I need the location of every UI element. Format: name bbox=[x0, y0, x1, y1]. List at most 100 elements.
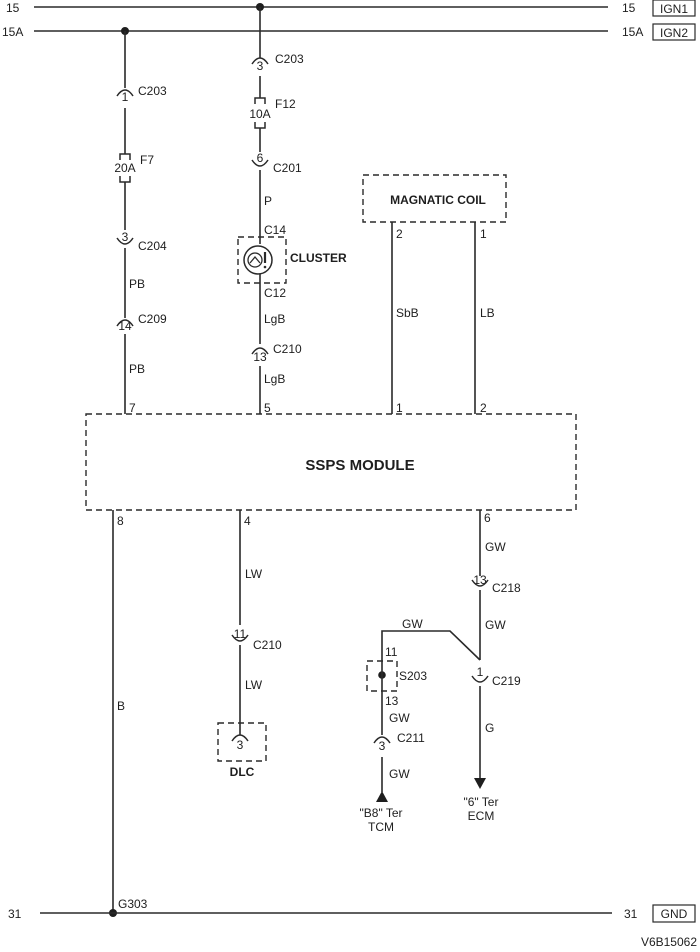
ign1-right-label: 15 bbox=[622, 1, 636, 15]
ign2-rail: 15A 15A IGN2 bbox=[2, 23, 696, 41]
connector-male-icon bbox=[116, 237, 134, 245]
gnd-rail: 31 31 GND bbox=[8, 904, 696, 923]
ecm-dest-line1: "6" Ter bbox=[464, 795, 499, 809]
magnetic-coil: MAGNATIC COIL 2 1 SbB LB 1 2 bbox=[362, 174, 507, 415]
c219-pin: 1 bbox=[477, 665, 484, 679]
f12-rating: 10A bbox=[249, 107, 270, 121]
branch-wire-gw bbox=[381, 630, 481, 670]
c211-label: C211 bbox=[397, 731, 425, 745]
module-pin-4: 4 bbox=[244, 514, 251, 528]
ssps-module-box bbox=[85, 413, 577, 511]
figure-id: V6B15062 bbox=[641, 935, 697, 949]
cluster-branch: 3 C203 10A F12 6 C201 P C14 CLUSTER C12 … bbox=[237, 3, 347, 415]
ign1-left-label: 15 bbox=[6, 1, 20, 15]
wire-color-pb-2: PB bbox=[129, 362, 145, 376]
ground-branch: 8 B G303 bbox=[109, 510, 148, 917]
connector-male-icon bbox=[231, 634, 249, 642]
dlc-pin: 3 bbox=[237, 738, 244, 752]
connector-male-icon bbox=[251, 159, 269, 167]
wire-color-lgb-2: LgB bbox=[264, 372, 285, 386]
connector-female-icon bbox=[231, 734, 249, 742]
f12-label: F12 bbox=[275, 97, 296, 111]
tcm-dest-line1: "B8" Ter bbox=[360, 806, 403, 820]
connector-female-icon bbox=[116, 89, 134, 97]
wire-color-gw-tcm: GW bbox=[389, 711, 410, 725]
fuse-icon bbox=[119, 153, 131, 160]
tcm-dest-line2: TCM bbox=[368, 820, 394, 834]
wire-color-b: B bbox=[117, 699, 125, 713]
module-pin-8: 8 bbox=[117, 514, 124, 528]
wire-color-lb: LB bbox=[480, 306, 495, 320]
c211-pin: 3 bbox=[379, 739, 386, 753]
ign1-rail: 15 15 IGN1 bbox=[6, 0, 696, 17]
g303-label: G303 bbox=[118, 897, 148, 911]
wire-color-p: P bbox=[264, 194, 272, 208]
c218-pin: 13 bbox=[473, 573, 487, 587]
wire-color-gw-2: GW bbox=[485, 618, 506, 632]
cluster-label: CLUSTER bbox=[290, 251, 347, 265]
f7-rating: 20A bbox=[114, 161, 135, 175]
splice-pin-11: 11 bbox=[385, 645, 398, 659]
wire-color-gw: GW bbox=[485, 540, 506, 554]
connector-female-icon bbox=[116, 319, 134, 327]
c210-label: C210 bbox=[273, 342, 302, 356]
wire-color-lw-2: LW bbox=[245, 678, 263, 692]
wire-color-g: G bbox=[485, 721, 494, 735]
fuse-icon bbox=[254, 97, 266, 104]
arrow-up-icon bbox=[376, 791, 388, 802]
splice-pin-13: 13 bbox=[385, 694, 399, 708]
ign2-left-label: 15A bbox=[2, 25, 23, 39]
module-pin-1: 1 bbox=[396, 401, 403, 415]
wire-color-gw-tcm-2: GW bbox=[389, 767, 410, 781]
wire-color-pb: PB bbox=[129, 277, 145, 291]
module-pin-6: 6 bbox=[484, 511, 491, 525]
gnd-right-label: 31 bbox=[624, 907, 638, 921]
ign1-tag-box bbox=[652, 0, 696, 17]
connector-female-icon bbox=[251, 57, 269, 65]
module-pin-2: 2 bbox=[480, 401, 487, 415]
ign2-right-label: 15A bbox=[622, 25, 643, 39]
c204-pin: 3 bbox=[122, 230, 129, 244]
fuse-icon-bottom bbox=[254, 122, 266, 129]
cluster-c14: C14 bbox=[264, 223, 286, 237]
coil-pin-2: 2 bbox=[396, 227, 403, 241]
f7-branch: 1 C203 20A F7 3 C204 PB 14 C209 PB 7 bbox=[114, 27, 167, 415]
gnd-tag: GND bbox=[661, 907, 688, 921]
connector-male-icon bbox=[471, 675, 489, 683]
c201-label: C201 bbox=[273, 161, 302, 175]
magnetic-coil-box bbox=[362, 174, 507, 223]
c210-label-2: C210 bbox=[253, 638, 282, 652]
ign2-tag: IGN2 bbox=[660, 26, 688, 40]
s203-label: S203 bbox=[399, 669, 427, 683]
dlc-box bbox=[217, 722, 267, 762]
c210-pin-13: 13 bbox=[253, 350, 267, 364]
ign1-tag: IGN1 bbox=[660, 2, 688, 16]
tcm-branch: 11 S203 13 GW 3 C211 GW "B8" Ter TCM bbox=[360, 645, 428, 834]
cluster-c12: C12 bbox=[264, 286, 286, 300]
c218-label: C218 bbox=[492, 581, 521, 595]
c204-label: C204 bbox=[138, 239, 167, 253]
dlc-label: DLC bbox=[230, 765, 255, 779]
c209-pin: 14 bbox=[118, 319, 132, 333]
ign2-tag-box bbox=[652, 23, 696, 41]
ssps-module-label: SSPS MODULE bbox=[305, 457, 414, 474]
arrow-down-icon bbox=[474, 778, 486, 789]
c203-pin-3: 3 bbox=[257, 59, 264, 73]
wire-color-lgb: LgB bbox=[264, 312, 285, 326]
cluster-box bbox=[237, 236, 287, 284]
c203-label: C203 bbox=[138, 84, 167, 98]
ecm-dest-line2: ECM bbox=[468, 809, 495, 823]
wire-color-gw-branch: GW bbox=[402, 617, 423, 631]
connector-male-icon bbox=[471, 579, 489, 587]
fuse-icon-bottom bbox=[119, 176, 131, 183]
connector-female-icon bbox=[373, 736, 391, 744]
connector-female-icon bbox=[251, 347, 269, 355]
module-pin-7: 7 bbox=[129, 401, 136, 415]
dlc-branch: 4 LW 11 C210 LW 3 DLC bbox=[217, 510, 282, 779]
c210-pin-11: 11 bbox=[234, 627, 247, 641]
c219-label: C219 bbox=[492, 674, 521, 688]
ssps-module: SSPS MODULE bbox=[85, 413, 577, 511]
c201-pin: 6 bbox=[257, 151, 264, 165]
cluster-gauge-icon bbox=[243, 245, 273, 275]
